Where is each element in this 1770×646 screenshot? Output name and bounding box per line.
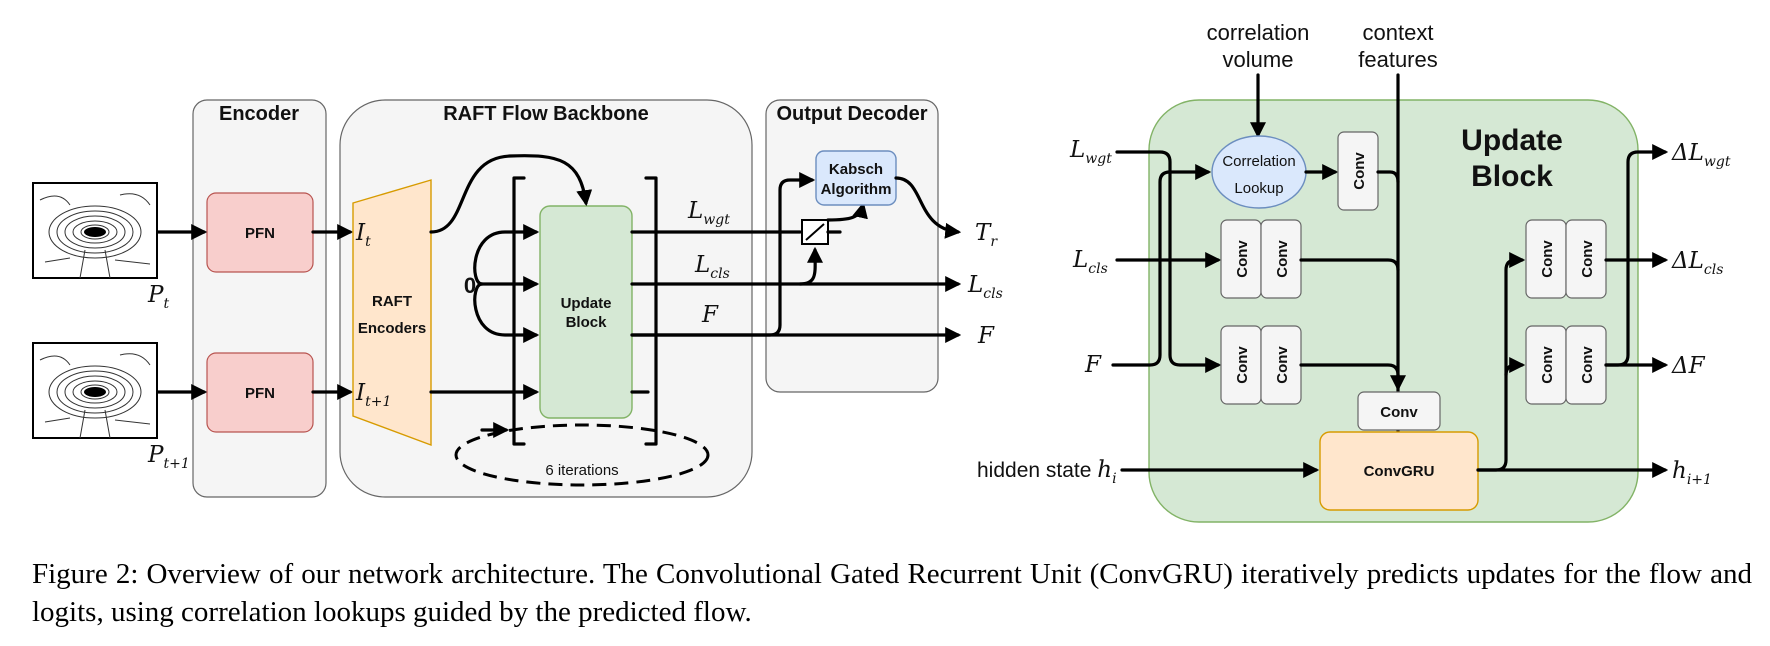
mid-label-lcls: Lcls (694, 252, 730, 282)
output-decoder-panel (765, 99, 939, 393)
architecture-figure: Pt Pt+1 Encoder RAFT Flow Backbone Outpu… (32, 20, 1731, 523)
update-block-box (539, 205, 633, 419)
input-label-pt: Pt (147, 282, 169, 312)
feature-label-it: It (355, 220, 371, 250)
conv-merge-label: Conv (1380, 404, 1418, 421)
iteration-bracket-right (644, 176, 658, 446)
arrow-head-wgt-out (1604, 144, 1669, 367)
conv-head-cls-2-label: Conv (1579, 240, 1596, 278)
output-label-lcls: Lcls (967, 272, 1003, 302)
weight-switch-slash (805, 223, 825, 241)
conv-head-flow-1-label: Conv (1539, 346, 1556, 384)
feature-label-it1: It+1 (355, 380, 391, 410)
kabsch-label-2: Algorithm (821, 181, 892, 198)
output-decoder-title: Output Decoder (776, 103, 927, 125)
line-conv-cls-out (1299, 258, 1400, 272)
iteration-bracket-left (512, 176, 526, 446)
mid-label-flow: F (701, 302, 719, 328)
encoder-title: Encoder (219, 103, 299, 125)
line-gru-to-heads (1476, 252, 1526, 472)
conv-corr-label: Conv (1351, 152, 1368, 190)
update-block-title-2: Block (1471, 160, 1553, 193)
raft-encoders-label-1: RAFT (372, 293, 412, 310)
output-label-hnext: hi+1 (1672, 458, 1712, 488)
correlation-volume-label-2: volume (1223, 47, 1294, 72)
mid-label-lwgt: Lwgt (687, 198, 730, 228)
conv-merge (1357, 391, 1441, 431)
output-label-dlwgt: ΔLwgt (1671, 140, 1731, 170)
context-features-label-1: context (1363, 20, 1434, 45)
line-conv-flow-out (1299, 363, 1400, 377)
correlation-lookup-label-1: Correlation (1222, 153, 1295, 170)
context-features-label-2: features (1358, 47, 1438, 72)
iterations-label: 6 iterations (545, 462, 618, 479)
conv-head-flow-2-label: Conv (1579, 346, 1596, 384)
pfn-top-label: PFN (245, 225, 275, 242)
kabsch-label-1: Kabsch (829, 161, 883, 178)
raft-backbone-title: RAFT Flow Backbone (443, 103, 649, 125)
arrow-zero-bottom (473, 282, 540, 343)
conv-flow-1-label: Conv (1234, 346, 1251, 384)
line-gru-to-flow-head (1504, 357, 1526, 377)
conv-head-cls-1-label: Conv (1539, 240, 1556, 278)
input-label-flow: F (1084, 352, 1102, 378)
point-cloud-image-t1 (32, 342, 158, 439)
point-cloud-image-t (32, 182, 158, 279)
update-block-label-2: Block (566, 314, 608, 331)
update-block-label-1: Update (561, 295, 612, 312)
arrow-it-to-update (429, 154, 593, 234)
input-label-lwgt: Lwgt (1069, 137, 1112, 167)
input-label-lcls: Lcls (1072, 247, 1108, 277)
conv-cls-2-label: Conv (1274, 240, 1291, 278)
arrow-zero-top (473, 224, 540, 286)
input-label-hidden: hidden state hi (977, 457, 1117, 487)
output-label-dflow: ΔF (1671, 353, 1706, 379)
output-label-tr: Tr (975, 220, 998, 250)
conv-cls-1-label: Conv (1234, 240, 1251, 278)
correlation-volume-label-1: correlation (1207, 20, 1310, 45)
iteration-loop (454, 423, 710, 487)
convgru-label: ConvGRU (1364, 463, 1435, 480)
encoder-panel (192, 99, 327, 498)
conv-flow-2-label: Conv (1274, 346, 1291, 384)
line-flow-in (1111, 164, 1212, 367)
line-conv-corr-out (1376, 170, 1400, 184)
arrow-switch-up (826, 201, 868, 222)
arrow-kabsch-to-tr (894, 176, 962, 239)
output-label-flow: F (977, 323, 995, 349)
correlation-lookup-label-2: Lookup (1234, 180, 1283, 197)
raft-encoders-label-2: Encoders (358, 320, 426, 337)
update-block-title-1: Update (1461, 124, 1563, 157)
arrow-lcls-to-switch (798, 246, 824, 286)
input-label-pt1: Pt+1 (147, 442, 190, 472)
pfn-bottom-label: PFN (245, 385, 275, 402)
correlation-lookup-node (1211, 135, 1307, 209)
raft-encoders-box (352, 179, 432, 447)
zero-init-label: 0 (464, 273, 476, 298)
output-label-dlcls: ΔLcls (1671, 248, 1723, 278)
figure-caption: Figure 2: Overview of our network archit… (32, 558, 1752, 628)
